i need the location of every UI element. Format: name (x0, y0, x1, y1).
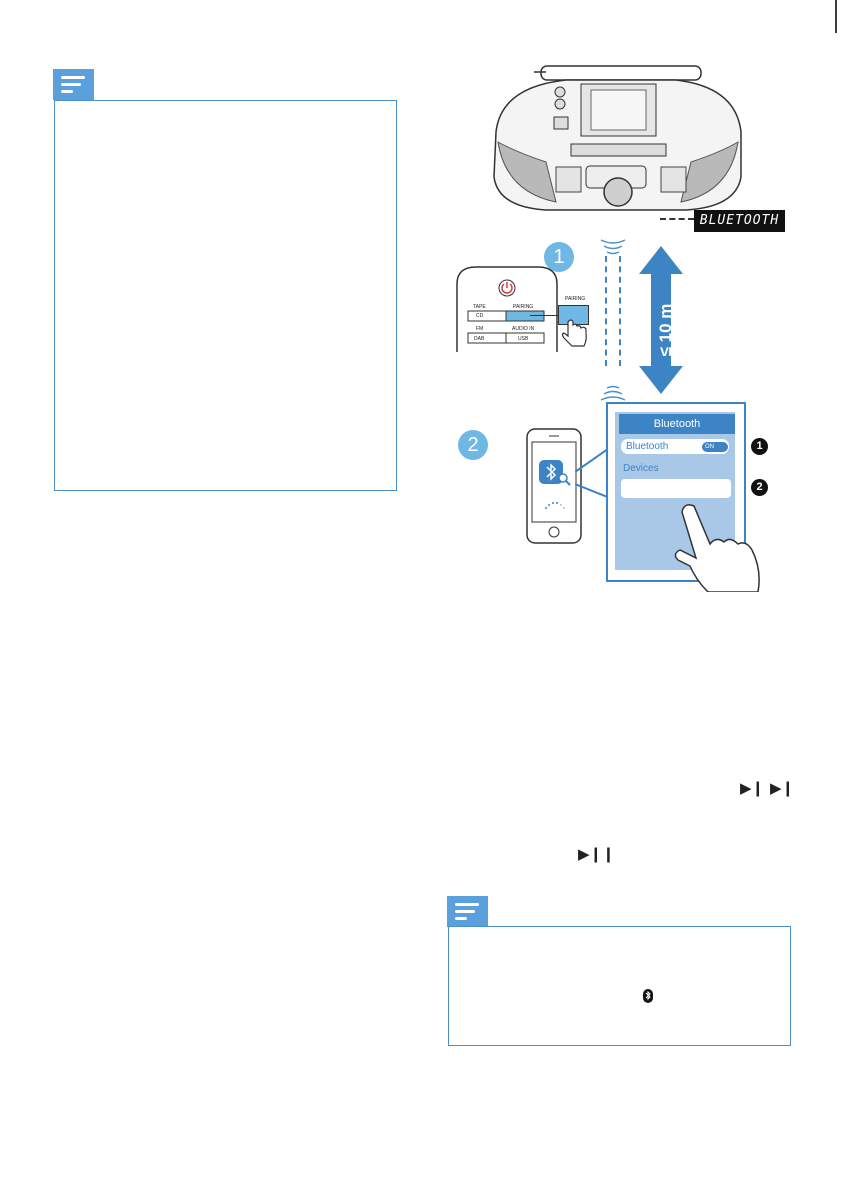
note-icon (53, 69, 94, 100)
boombox-illustration (486, 62, 746, 222)
display-leader-line (660, 218, 694, 220)
remote-label-audio-in: AUDIO IN (512, 326, 535, 332)
display-readout: BLUETOOTH (694, 210, 785, 232)
signal-beam (605, 256, 607, 366)
pairing-callout-label: PAIRING (565, 296, 586, 302)
callout-1: 1 (751, 438, 768, 455)
devices-heading: Devices (623, 463, 659, 474)
distance-label: ≤ 10 m (656, 303, 675, 357)
page-edge-rule (835, 0, 837, 33)
bluetooth-toggle[interactable]: ON (702, 442, 728, 452)
hand-tap-icon (560, 318, 590, 348)
step-badge-1: 1 (544, 242, 574, 272)
signal-beam (619, 256, 621, 366)
bluetooth-small-icon (643, 988, 653, 1003)
remote-label-cd[interactable]: CD (476, 313, 484, 319)
remote-control (456, 266, 558, 352)
callout-2: 2 (751, 479, 768, 496)
play-pause-icon: ▶❙❙ (578, 845, 615, 863)
step-badge-2: 2 (458, 430, 488, 460)
remote-label-tape: TAPE (473, 304, 486, 310)
smartphone (526, 428, 582, 544)
pointing-hand-icon (668, 500, 763, 593)
remote-label-pairing: PAIRING (513, 304, 534, 310)
pairing-connector (530, 315, 558, 316)
bluetooth-row: Bluetooth (621, 439, 729, 454)
device-list-item[interactable] (621, 479, 731, 498)
note-box (54, 100, 397, 491)
remote-label-dab[interactable]: DAB (474, 336, 485, 342)
distance-arrow (639, 246, 683, 394)
skip-icon: ▶❙ (770, 779, 795, 797)
note-icon (447, 896, 488, 927)
note-box (448, 926, 791, 1046)
signal-waves-icon (598, 384, 628, 404)
bluetooth-panel-title: Bluetooth (619, 414, 735, 434)
remote-label-fm: FM (476, 326, 484, 332)
skip-icon: ▶❙ (740, 779, 765, 797)
signal-waves-icon (598, 236, 628, 256)
remote-label-usb[interactable]: USB (518, 336, 529, 342)
bluetooth-search-icon[interactable] (539, 460, 571, 486)
